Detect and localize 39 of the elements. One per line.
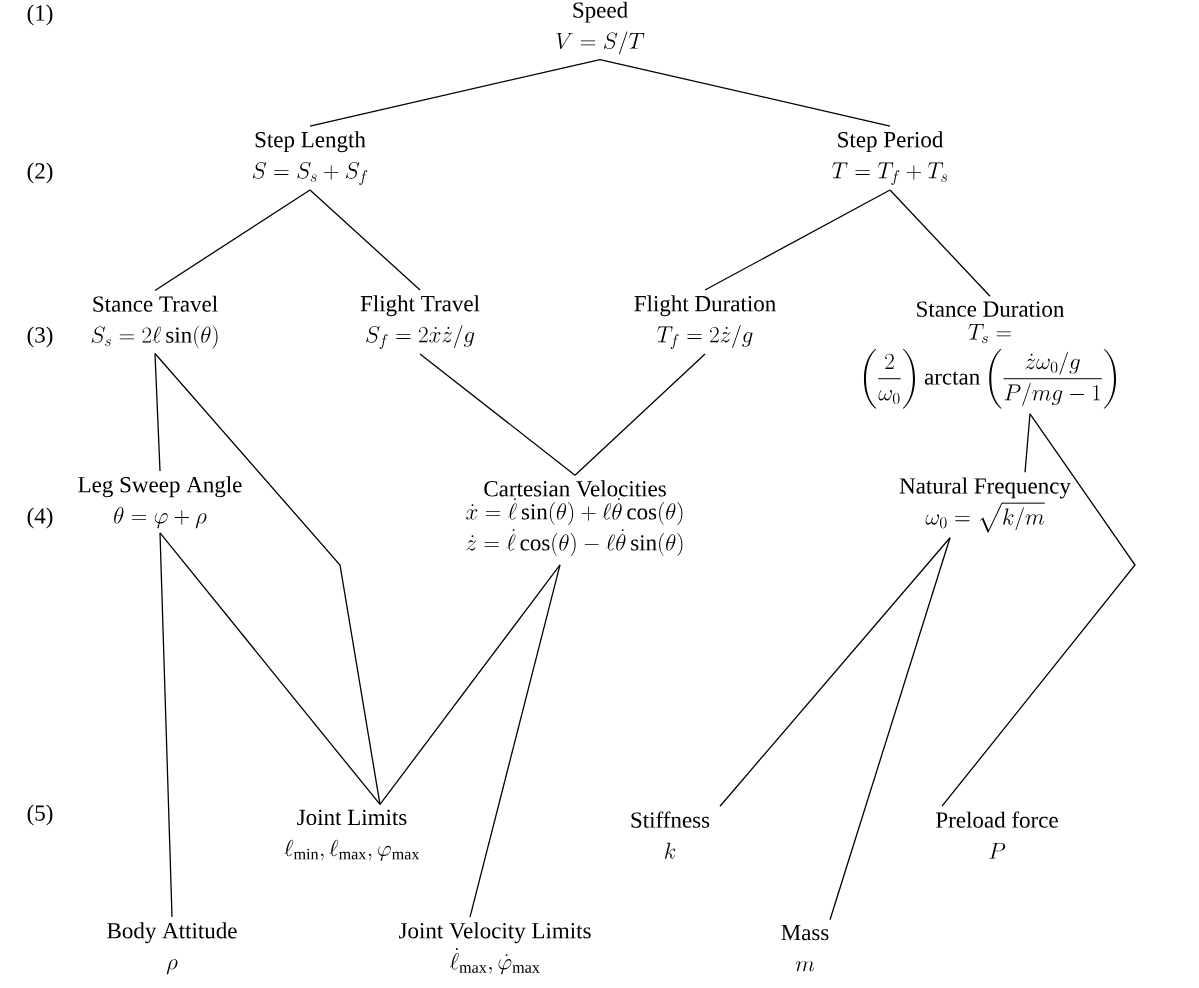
quantity-label: Joint Limits $\ell_{\min}, \ell_{\max}, \varphi_{\max}$ [284,809,420,861]
level-number: (4) [27,507,53,529]
quantity-label: Mass $m$ [781,924,829,972]
quantity-label: Speed $V = S/T$ [556,1,645,55]
quantity-label: Cartesian Velocities $\begin{array}{c}\dot{x} = \dot{\ell}\sin(\theta)+\ell\dot{\theta}\cos(\theta)\\ \dot{z} = \dot{\ell}\cos(\theta)-\ell\dot{\theta}\sin(\theta)\end{array}$ [466,480,683,557]
quantity-label: Body Attitude $\rho$ [107,922,237,975]
connector-line [159,532,173,918]
quantity-label: Step Period $T = T_f + T_s$ [832,131,948,185]
connector-line [154,352,161,472]
connector-line [159,532,381,806]
quantity-label: Stance Travel $S_s = 2\ell\sin(\theta)$ [91,295,218,349]
quantity-label: Stiffness $k$ [631,811,710,859]
quantity-label: Step Length $S = S_s + S_f$ [252,131,368,185]
connector-line [829,537,951,921]
level-number: (1) [27,4,53,26]
level-number: (3) [27,326,53,348]
connector-line [719,537,951,807]
connector-line [941,413,1136,807]
connector-line [1024,413,1031,473]
connector-line [889,189,991,297]
connector-line [379,564,561,806]
quantity-label: Flight Travel $S_f = 2\dot{x}\dot{z}/g$ [360,295,480,349]
connector-line [309,58,601,127]
connector-line [154,189,311,292]
quantity-label: Flight Duration $T_f = 2\dot{z}/g$ [634,295,776,349]
level-number: (2) [27,162,53,184]
connector-line [469,564,561,918]
quantity-label: Preload force $P$ [936,811,1058,859]
quantity-label: Joint Velocity Limits $\dot{\ell}_{\max}, \dot{\varphi}_{\max}$ [399,922,591,975]
connector-line [574,353,706,476]
connector-line [154,352,381,806]
connector-line [704,189,891,291]
connector-line [309,189,421,291]
connector-line [599,58,891,127]
level-number: (5) [27,804,53,826]
quantity-label: Natural Frequency $\omega_0 = \sqrt{k/m}$ [899,477,1071,533]
quantity-label: Stance Duration $\begin{array}{c} T_s = \\ \left(\dfrac{2}{\omega_0}\right)\arctan\left(\dfrac{\dot{z}\omega_0/g}{P/mg-1}\right)\end{array}$ [863,301,1117,409]
quantity-label: Leg Sweep Angle $\theta = \varphi + \rho$ [78,476,242,529]
connector-line [419,353,576,476]
